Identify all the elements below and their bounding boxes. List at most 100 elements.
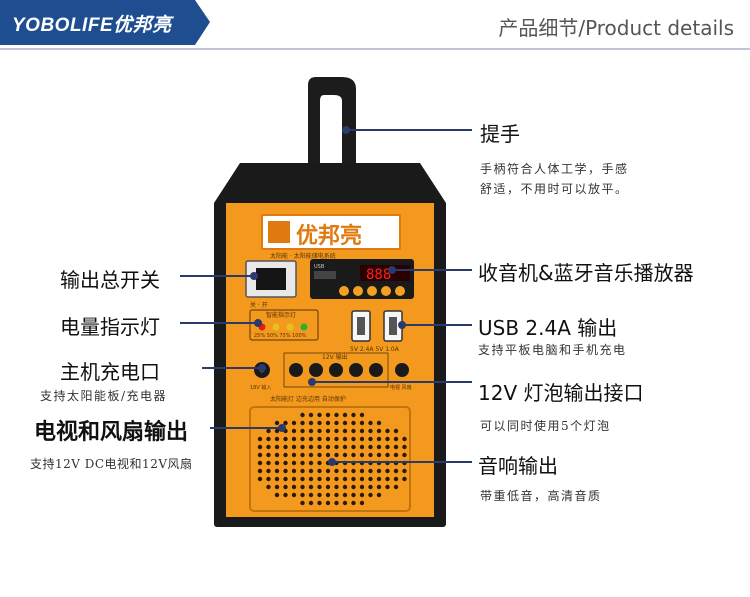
radio-button-4 <box>381 286 391 296</box>
speaker-hole <box>376 444 382 450</box>
speaker-hole <box>308 436 314 442</box>
speaker-hole <box>334 444 339 450</box>
speaker-hole <box>325 420 331 426</box>
speaker-hole <box>359 444 365 450</box>
speaker-hole <box>359 468 365 474</box>
speaker-hole <box>368 468 373 474</box>
speaker-hole <box>334 428 339 434</box>
speaker-hole <box>334 484 339 490</box>
speaker-hole <box>308 428 314 434</box>
speaker-hole <box>385 436 390 442</box>
speaker-hole <box>283 476 288 482</box>
speaker-hole <box>342 420 348 426</box>
handle <box>308 77 356 167</box>
speaker-hole <box>317 500 322 506</box>
speaker-hole <box>359 500 365 506</box>
speaker-hole <box>359 420 365 426</box>
speaker-hole <box>274 468 280 474</box>
output-group <box>283 352 389 388</box>
speaker-hole <box>266 444 271 450</box>
speaker-hole <box>300 444 305 450</box>
speaker-hole <box>266 468 271 474</box>
output-port-3 <box>329 363 343 377</box>
speaker-hole <box>308 420 314 426</box>
speaker-hole <box>385 444 390 450</box>
speaker-hole <box>342 412 348 418</box>
logo-text: 优邦亮 <box>296 223 362 249</box>
speaker-hole <box>359 452 365 458</box>
speaker-hole <box>351 492 356 498</box>
speaker-hole <box>266 428 271 434</box>
speaker-hole <box>266 476 271 482</box>
callout-handle-sub2: 舒适，不用时可以放平。 <box>480 182 629 196</box>
speaker-hole <box>317 460 322 466</box>
output-port-5 <box>369 363 383 377</box>
shell-top <box>214 163 446 203</box>
speaker-hole <box>317 444 322 450</box>
speaker-hole <box>283 444 288 450</box>
speaker-hole <box>274 444 280 450</box>
speaker-hole <box>368 452 373 458</box>
speaker-hole <box>317 484 322 490</box>
usb-slot <box>314 271 336 279</box>
radio-button-3 <box>367 286 377 296</box>
output-port-4 <box>349 363 363 377</box>
logo-subtext: 太阳能 · 太阳能储电系统 <box>270 252 336 260</box>
speaker-hole <box>274 436 280 442</box>
speaker-hole <box>317 436 322 442</box>
speaker-hole <box>274 484 280 490</box>
usb-slot-label: USB <box>314 264 325 270</box>
usb-port-2-inner <box>389 317 397 335</box>
speaker-hole <box>368 484 373 490</box>
speaker-hole <box>317 412 322 418</box>
speaker-hole <box>257 436 263 442</box>
speaker-hole <box>300 468 305 474</box>
speaker-hole <box>308 460 314 466</box>
usb-port-1-inner <box>357 317 365 335</box>
speaker-hole <box>283 468 288 474</box>
switch-label: 关 · 开 <box>250 301 268 309</box>
speaker-hole <box>274 420 280 426</box>
speaker-hole <box>342 500 348 506</box>
speaker-hole <box>402 452 407 458</box>
speaker-hole <box>376 484 382 490</box>
speaker-hole <box>300 436 305 442</box>
speaker-hole <box>376 436 382 442</box>
speaker-hole <box>402 436 407 442</box>
callout-usb-sub: 支持平板电脑和手机充电 <box>478 343 627 357</box>
speaker-hole <box>300 428 305 434</box>
speaker-hole <box>266 460 271 466</box>
speaker-hole <box>342 492 348 498</box>
speaker-hole <box>334 452 339 458</box>
radio-button-5 <box>395 286 405 296</box>
speaker-hole <box>359 436 365 442</box>
speaker-hole <box>342 444 348 450</box>
speaker-hole <box>257 476 263 482</box>
speaker-hole <box>308 500 314 506</box>
speaker-hole <box>393 428 399 434</box>
speaker-hole <box>359 476 365 482</box>
callout-speaker-sub: 带重低音，高清音质 <box>480 489 602 503</box>
output-port-2 <box>309 363 323 377</box>
usb-rating: 5V 2.4A 5V 1.0A <box>350 346 400 353</box>
speaker-hole <box>342 468 348 474</box>
speaker-hole <box>368 420 373 426</box>
speaker-hole <box>376 468 382 474</box>
speaker-hole <box>300 476 305 482</box>
speaker-hole <box>385 428 390 434</box>
speaker-hole <box>325 484 331 490</box>
speaker-hole <box>334 500 339 506</box>
speaker-hole <box>308 452 314 458</box>
speaker-hole <box>402 476 407 482</box>
speaker-hole <box>274 428 280 434</box>
shell-bottom <box>214 515 446 527</box>
speaker-hole <box>308 492 314 498</box>
speaker-hole <box>291 468 297 474</box>
speaker-hole <box>308 484 314 490</box>
radio-display-digits: 888 <box>366 267 391 283</box>
speaker-hole <box>325 444 331 450</box>
speaker-hole <box>393 484 399 490</box>
power-switch-rocker <box>256 268 286 290</box>
callout-indicator-title: 电量指示灯 <box>60 315 160 339</box>
speaker-hole <box>283 484 288 490</box>
